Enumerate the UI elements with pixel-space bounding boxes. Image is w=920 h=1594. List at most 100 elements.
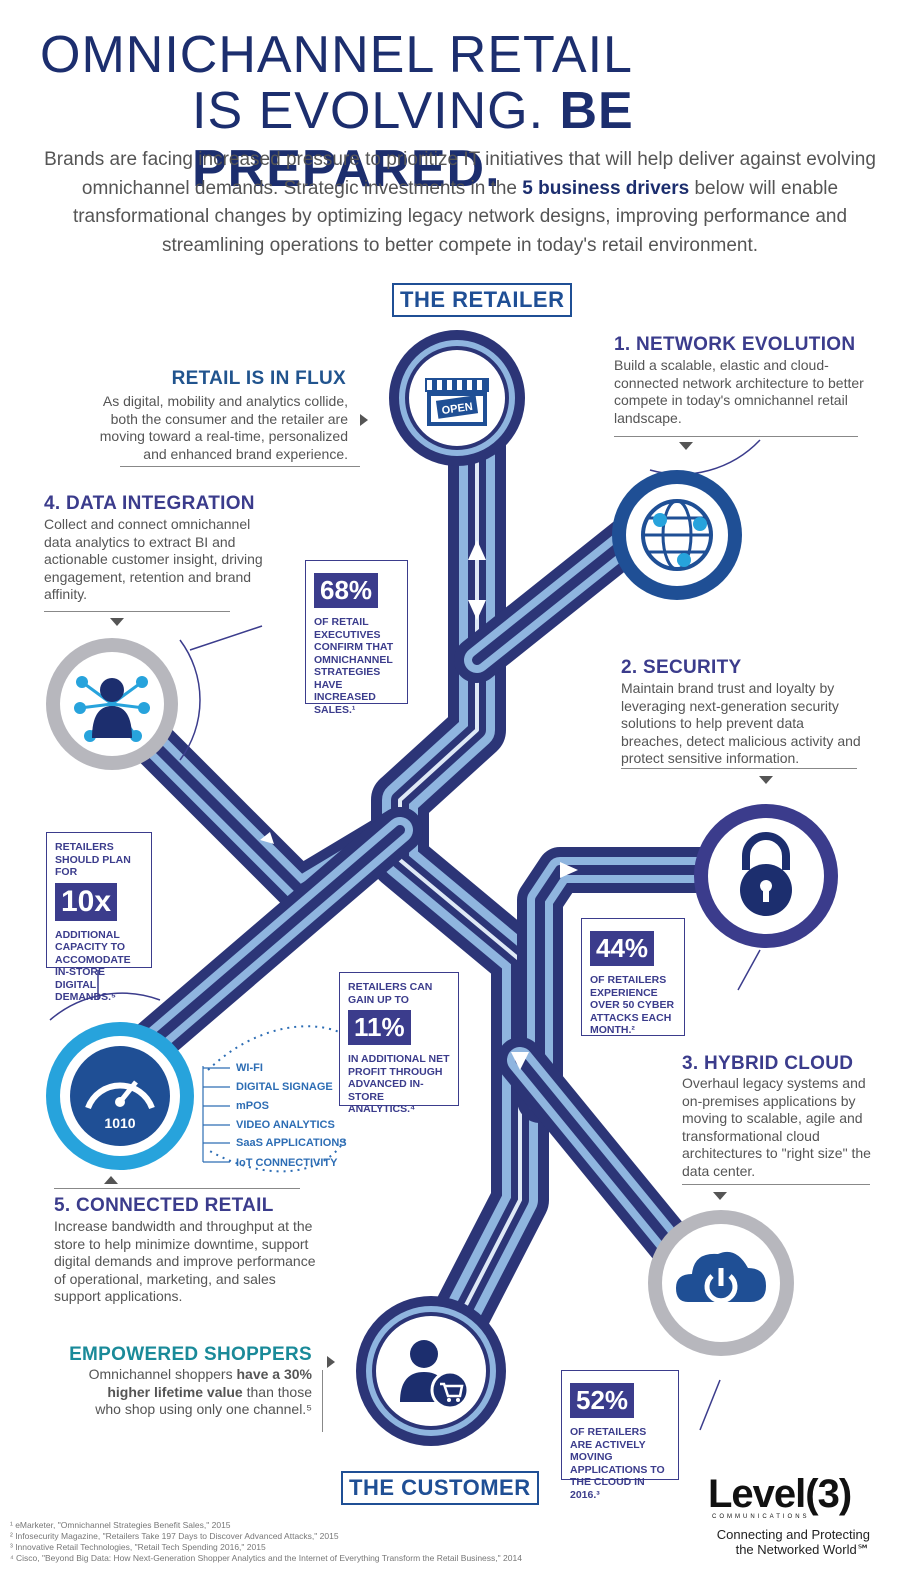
headline-line-1: OMNICHANNEL RETAIL	[40, 26, 633, 84]
network-title: 1. NETWORK EVOLUTION	[614, 334, 856, 355]
list-item: VIDEO ANALYTICS	[236, 1119, 335, 1131]
shoppers-text-1: Omnichannel shoppers	[88, 1366, 233, 1382]
cloud-rule	[682, 1184, 870, 1185]
shoppers-pointer-icon	[327, 1356, 335, 1368]
connected-pointer-icon	[104, 1176, 118, 1184]
hybrid-cloud-node	[648, 1210, 794, 1356]
connected-title: 5. CONNECTED RETAIL	[54, 1195, 274, 1216]
level3-logo-sub: COMMUNICATIONS	[712, 1514, 810, 1520]
stat-44: 44% OF RETAILERS EXPERIENCE OVER 50 CYBE…	[581, 918, 685, 1036]
shoppers-body: Omnichannel shoppers have a 30% higher l…	[80, 1366, 312, 1419]
speedometer-icon: 1010	[85, 1080, 155, 1131]
speedometer-label: 1010	[104, 1115, 135, 1131]
data-pointer-icon	[110, 618, 124, 626]
data-body: Collect and connect omnichannel data ana…	[44, 516, 263, 602]
list-item: DIGITAL SIGNAGE	[236, 1081, 333, 1093]
shoppers-rule	[322, 1370, 323, 1432]
data-node-inner	[60, 652, 164, 756]
stat-11-value: 11%	[348, 1010, 411, 1045]
tagline-line-1: Connecting and Protecting	[716, 1527, 870, 1542]
stat-11-caption: IN ADDITIONAL NET PROFIT THROUGH ADVANCE…	[348, 1053, 450, 1115]
globe-network-icon	[641, 499, 713, 571]
stat-11-pre: RETAILERS CAN GAIN UP TO	[348, 981, 433, 1006]
road-arrows	[260, 540, 578, 1070]
stat-44-caption-bold: EACH MONTH.²	[590, 1011, 672, 1037]
network-node-inner	[626, 484, 728, 586]
customer-node	[356, 1296, 506, 1446]
security-body: Maintain brand trust and loyalty by leve…	[621, 680, 861, 766]
flux-rule	[120, 466, 360, 467]
list-item: SaaS APPLICATIONS	[236, 1137, 347, 1149]
cloud-body: Overhaul legacy systems and on-premises …	[682, 1075, 871, 1179]
network-rule	[614, 436, 858, 437]
footnote: ¹ eMarketer, "Omnichannel Strategies Ben…	[10, 1520, 231, 1530]
footnote: ³ Innovative Retail Technologies, "Retai…	[10, 1542, 266, 1552]
shoppers-title: EMPOWERED SHOPPERS	[69, 1344, 312, 1365]
security-node	[694, 804, 838, 948]
cloud-pointer-icon	[713, 1192, 727, 1200]
connected-person-icon	[74, 676, 150, 742]
security-pointer-icon	[759, 776, 773, 784]
data-integration-node	[46, 638, 178, 770]
customer-label: THE CUSTOMER	[341, 1471, 539, 1505]
stat-44-caption: OF RETAILERS EXPERIENCE OVER 50 CYBER AT…	[590, 974, 676, 1037]
connected-body: Increase bandwidth and throughput at the…	[54, 1218, 316, 1304]
connected-rule	[54, 1188, 300, 1189]
flux-title: RETAIL IS IN FLUX	[171, 368, 346, 389]
footnote: ² Infosecurity Magazine, "Retailers Take…	[10, 1531, 339, 1541]
stat-10x-value: 10x	[55, 882, 118, 921]
stat-10x: RETAILERS SHOULD PLAN FOR 10x ADDITIONAL…	[46, 832, 152, 1003]
stat-52: 52% OF RETAILERS ARE ACTIVELY MOVING APP…	[561, 1370, 679, 1501]
connected-node-inner: 1010	[60, 1036, 180, 1156]
cloud-node-inner	[662, 1224, 780, 1342]
tagline-line-2: the Networked World℠	[735, 1542, 870, 1557]
network-node	[612, 470, 742, 600]
intro-paragraph: Brands are facing increased pressure to …	[30, 146, 890, 260]
stat-10x-pre: RETAILERS SHOULD PLAN FOR	[55, 841, 131, 878]
network-pointer-icon	[679, 442, 693, 450]
data-title: 4. DATA INTEGRATION	[44, 493, 255, 514]
padlock-icon	[740, 832, 792, 916]
brand-tagline: Connecting and Protecting the Networked …	[690, 1527, 870, 1557]
stat-10x-caption: ADDITIONAL CAPACITY TO ACCOMODATE IN-STO…	[55, 928, 131, 1004]
intro-text-1: Brands are facing increased pressure to …	[44, 149, 876, 199]
stat-44-caption-text: OF RETAILERS EXPERIENCE OVER 50 CYBER AT…	[590, 974, 675, 1024]
headline-line-2: IS EVOLVING. BE PREPARED.	[192, 82, 920, 198]
level3-logo: Level(3)	[708, 1472, 852, 1516]
stat-68: 68% OF RETAIL EXECUTIVES CONFIRM THAT OM…	[305, 560, 408, 716]
data-rule	[44, 611, 230, 612]
shoppers-bold: have a 30% higher lifetime value	[107, 1366, 312, 1400]
headline-evolving: IS EVOLVING.	[192, 82, 545, 140]
shoppers-text-2: than those who shop using only one chann…	[95, 1383, 312, 1418]
storefront-icon: OPEN	[425, 378, 489, 426]
stat-68-value: 68%	[314, 573, 379, 608]
security-title: 2. SECURITY	[621, 657, 742, 678]
cloud-power-icon	[676, 1251, 766, 1304]
retailer-node: OPEN	[389, 330, 525, 466]
list-item: IoT CONNECTIVITY	[236, 1157, 338, 1169]
network-body: Build a scalable, elastic and cloud-conn…	[614, 357, 864, 426]
stat-11: RETAILERS CAN GAIN UP TO 11% IN ADDITION…	[339, 972, 459, 1115]
speedometer-bg: 1010	[70, 1046, 170, 1146]
intro-text-2: below will enable transformational chang…	[72, 177, 848, 256]
stat-52-value: 52%	[570, 1383, 635, 1418]
headline-be-prepared: BE PREPARED.	[192, 82, 634, 198]
list-item: mPOS	[236, 1100, 270, 1112]
security-rule	[621, 768, 857, 769]
flux-body: As digital, mobility and analytics colli…	[99, 393, 348, 462]
customer-node-inner	[372, 1312, 490, 1430]
connected-retail-node: 1010	[46, 1022, 194, 1170]
stat-52-caption: OF RETAILERS ARE ACTIVELY MOVING APPLICA…	[570, 1426, 665, 1501]
retailer-node-inner: OPEN	[405, 346, 509, 450]
stat-44-value: 44%	[590, 931, 655, 966]
security-node-inner	[708, 818, 824, 934]
cloud-title: 3. HYBRID CLOUD	[682, 1053, 854, 1074]
stat-68-caption: OF RETAIL EXECUTIVES CONFIRM THAT OMNICH…	[314, 616, 394, 716]
retailer-label: THE RETAILER	[392, 283, 573, 317]
cart-shopper-icon	[400, 1340, 470, 1410]
footnotes: ¹ eMarketer, "Omnichannel Strategies Ben…	[10, 1520, 630, 1564]
flux-pointer-icon	[360, 414, 368, 426]
list-item: WI-FI	[236, 1062, 263, 1074]
footnote: ⁴ Cisco, "Beyond Big Data: How Next-Gene…	[10, 1553, 522, 1563]
open-sign-text: OPEN	[441, 401, 474, 417]
